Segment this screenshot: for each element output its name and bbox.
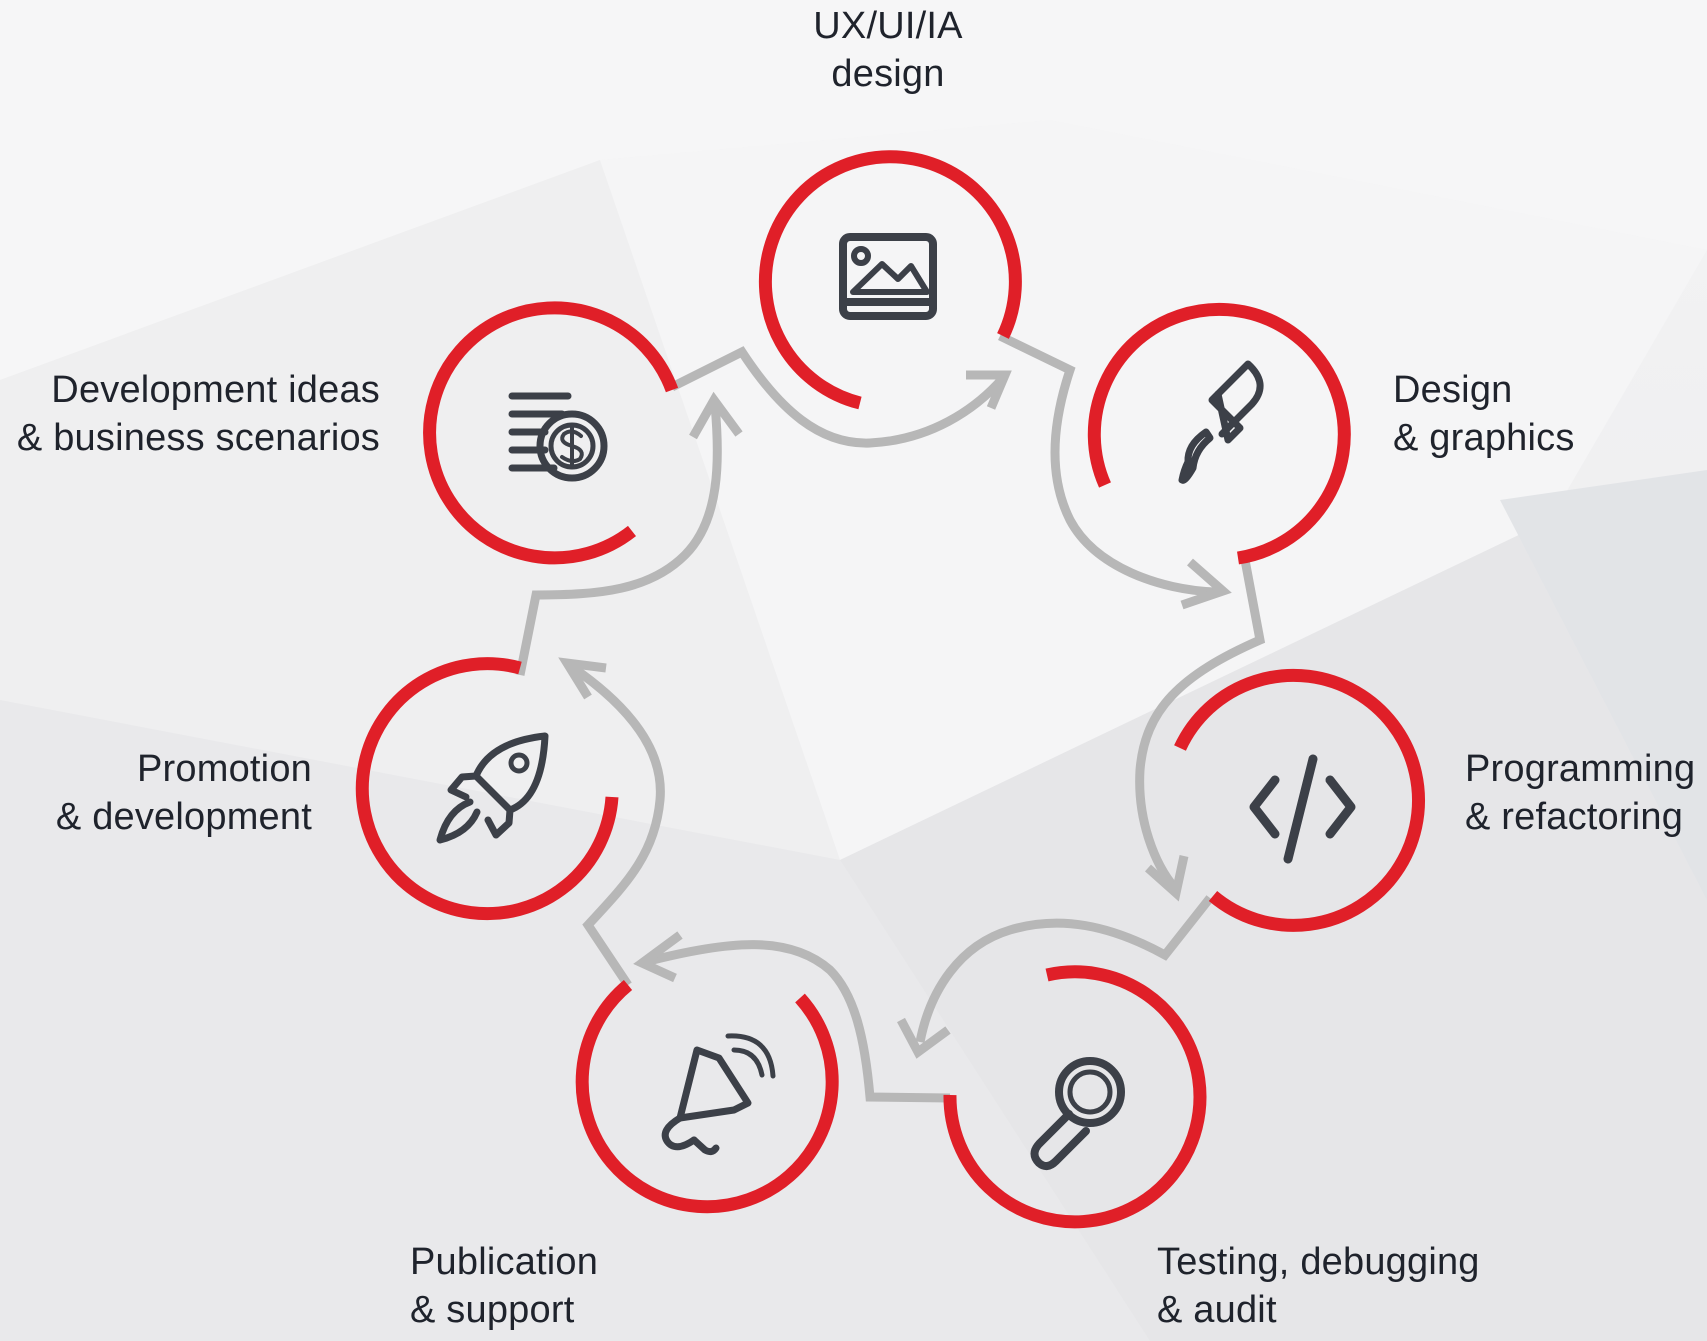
label-line: & refactoring [1465, 796, 1684, 838]
label-programming-refactoring: Programming & refactoring [1465, 745, 1705, 841]
connector-arrows [515, 331, 1266, 1103]
label-line: Design [1393, 369, 1513, 411]
label-line: & development [55, 796, 312, 838]
image-icon [839, 233, 937, 320]
arrow-promo-to-dev [515, 404, 722, 676]
label-publication-support: Publication & support [410, 1238, 730, 1334]
arrow-test-to-pub [643, 940, 951, 1103]
label-line: Programming [1465, 748, 1696, 790]
arrowhead-7 [689, 391, 743, 440]
code-icon [1249, 754, 1356, 864]
arrow-heads [558, 370, 1232, 1059]
label-promotion-development: Promotion & development [10, 745, 312, 841]
label-line: Promotion [137, 748, 312, 790]
megaphone-icon [661, 1033, 776, 1156]
arrowhead-3 [1145, 855, 1189, 902]
label-line: & business scenarios [16, 417, 380, 459]
arrowhead-6 [558, 657, 607, 700]
label-line: & support [410, 1289, 575, 1331]
rocket-icon [436, 732, 549, 844]
label-line: & audit [1157, 1289, 1277, 1331]
paintbrush-icon [1178, 360, 1264, 484]
red-rings [355, 150, 1425, 1229]
label-design-graphics: Design & graphics [1393, 366, 1693, 462]
arrow-prog-to-test [915, 895, 1214, 1043]
coins-icon [508, 392, 608, 482]
ring-ux [758, 150, 1022, 410]
arrowhead-4 [897, 1017, 951, 1059]
label-line: Publication [410, 1241, 599, 1283]
arrowhead-1 [966, 370, 1012, 410]
ring-design [1087, 302, 1351, 565]
label-line: Testing, debugging [1157, 1241, 1480, 1283]
ring-programming [1174, 668, 1425, 932]
arrowhead-2 [1180, 558, 1232, 610]
arrow-ux-to-design [998, 331, 1216, 597]
step-icons [436, 233, 1356, 1170]
ring-development [423, 301, 679, 565]
magnifier-icon [1030, 1057, 1125, 1170]
label-testing-debugging-audit: Testing, debugging & audit [1157, 1238, 1557, 1334]
label-line: Development ideas [51, 369, 380, 411]
arrowhead-5 [633, 931, 683, 983]
label-development-ideas: Development ideas & business scenarios [0, 366, 380, 462]
ring-publication [575, 979, 839, 1214]
label-line: & graphics [1393, 417, 1575, 459]
ring-testing [943, 965, 1207, 1229]
label-line: design [831, 53, 945, 95]
arrow-design-to-prog [1135, 559, 1266, 891]
ring-promotion [355, 657, 619, 921]
label-line: UX/UI/IA [813, 5, 963, 47]
arrow-dev-to-ux [669, 346, 1007, 448]
label-ux-ui-ia-design: UX/UI/IA design [788, 2, 988, 98]
arrow-pub-to-promo [569, 663, 665, 988]
